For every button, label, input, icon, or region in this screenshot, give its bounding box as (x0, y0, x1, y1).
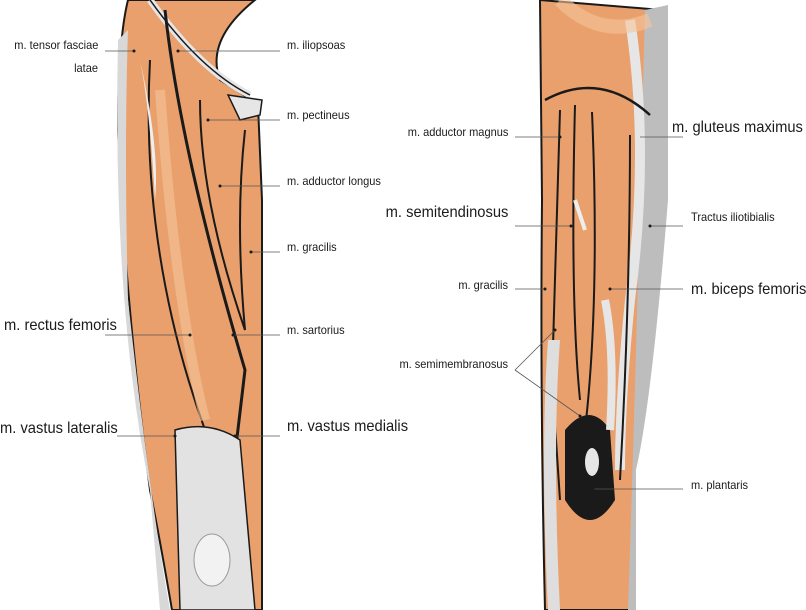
label-gluteus-maximus: m. gluteus maximus (672, 119, 803, 136)
leader-lines (105, 50, 683, 490)
posterior-thigh-illustration (538, 0, 668, 610)
label-tensor-fasciae-latae-cont: latae (74, 61, 98, 75)
label-semitendinosus: m. semitendinosus (385, 204, 508, 221)
label-vastus-lateralis: m. vastus lateralis (0, 420, 118, 437)
label-semimembranosus: m. semimembranosus (399, 357, 508, 371)
label-iliopsoas: m. iliopsoas (287, 38, 346, 52)
label-sartorius: m. sartorius (287, 323, 345, 337)
label-adductor-longus: m. adductor longus (287, 174, 381, 188)
label-plantaris: m. plantaris (691, 478, 749, 492)
label-biceps-femoris: m. biceps femoris (691, 281, 806, 298)
label-rectus-femoris: m. rectus femoris (4, 317, 117, 334)
label-tensor-fasciae-latae: m. tensor fasciae (13, 38, 98, 52)
label-gracilis-anterior: m. gracilis (287, 240, 337, 254)
label-tractus-iliotibialis: Tractus iliotibialis (691, 210, 775, 224)
leader-dots (132, 49, 652, 491)
anterior-thigh-illustration (116, 0, 263, 610)
label-vastus-medialis: m. vastus medialis (287, 418, 409, 435)
label-pectineus: m. pectineus (287, 108, 350, 122)
label-adductor-magnus: m. adductor magnus (407, 125, 508, 139)
label-gracilis-posterior: m. gracilis (458, 278, 508, 292)
